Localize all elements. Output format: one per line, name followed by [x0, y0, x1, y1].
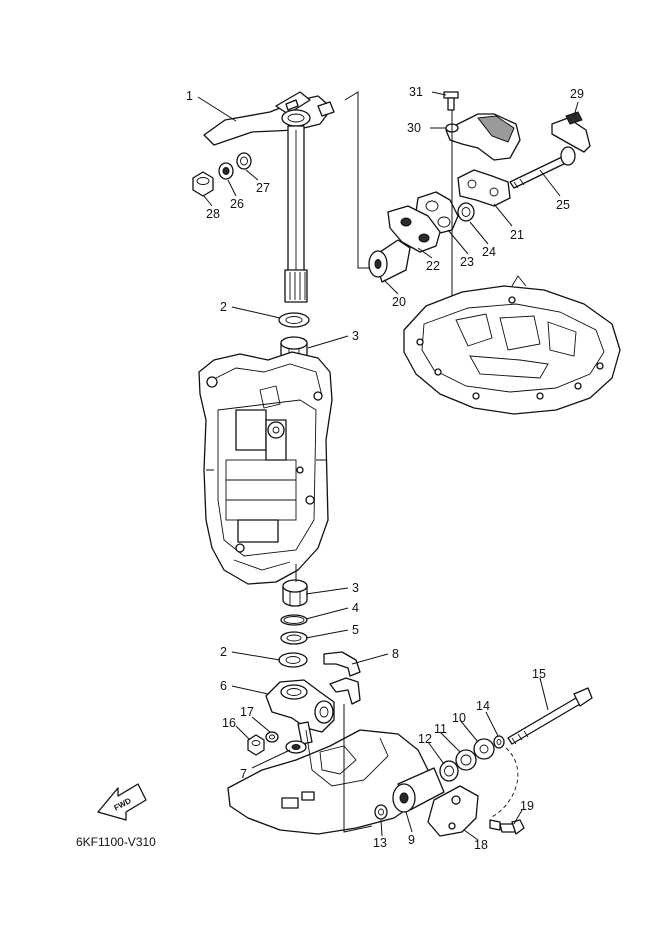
- callout-28: 28: [206, 207, 220, 221]
- plate-part-21: [457, 169, 511, 207]
- nut-part-16: [247, 734, 265, 756]
- upper-mount-housing: [403, 275, 621, 415]
- callout-27: 27: [256, 181, 270, 195]
- callout-9: 9: [408, 833, 415, 847]
- nut-part-28: [192, 171, 214, 197]
- callout-30: 30: [407, 121, 421, 135]
- callout-15: 15: [532, 667, 546, 681]
- washer-part-11: [455, 749, 477, 771]
- washer-part-26: [218, 162, 234, 180]
- callout-20: 20: [392, 295, 406, 309]
- callout-1: 1: [186, 89, 193, 103]
- callout-29: 29: [570, 87, 584, 101]
- washer-part-14: [493, 735, 505, 749]
- callout-13: 13: [373, 836, 387, 850]
- leader-lines: [197, 91, 579, 841]
- bracket-part-8: [323, 651, 361, 705]
- clip-part-7: [285, 740, 307, 754]
- callout-7: 7: [240, 767, 247, 781]
- callout-16: 16: [222, 716, 236, 730]
- washer-part-10: [473, 738, 495, 760]
- bushing-part-3-lower: [282, 579, 308, 607]
- callout-2-upper: 2: [220, 300, 227, 314]
- rubber-mount-part-20: [368, 239, 411, 283]
- callout-11: 11: [434, 722, 447, 736]
- callout-10: 10: [452, 711, 466, 725]
- callout-17: 17: [240, 705, 254, 719]
- washer-part-17: [265, 731, 279, 743]
- callout-5: 5: [352, 623, 359, 637]
- steering-arm-part-1: [203, 91, 335, 146]
- callout-8: 8: [392, 647, 399, 661]
- callout-4: 4: [352, 601, 359, 615]
- bolt-part-25: [509, 146, 576, 189]
- washer-part-12: [439, 760, 459, 782]
- washer-part-27: [236, 152, 252, 170]
- steering-shaft: [284, 125, 308, 303]
- swivel-bracket: [198, 351, 333, 585]
- callout-31: 31: [409, 85, 423, 99]
- callout-3-upper: 3: [352, 329, 359, 343]
- callout-26: 26: [230, 197, 244, 211]
- fwd-arrow-icon: FWD: [97, 783, 147, 821]
- callout-18: 18: [474, 838, 488, 852]
- o-ring-part-4: [280, 614, 308, 626]
- washer-part-24: [457, 202, 475, 222]
- callout-25: 25: [556, 198, 570, 212]
- diagram-code: 6KF1100-V310: [76, 835, 156, 849]
- callout-23: 23: [460, 255, 474, 269]
- callout-19: 19: [520, 799, 534, 813]
- callout-14: 14: [476, 699, 490, 713]
- callout-2-lower: 2: [220, 645, 227, 659]
- callout-6: 6: [220, 679, 227, 693]
- bolt-part-19: [489, 819, 525, 835]
- callout-labels: 1 2 3 20 22 23 24 21 25 29 30 31 26 27 2…: [186, 85, 584, 852]
- bolt-part-31: [443, 91, 459, 111]
- mount-cover-part-18: [427, 785, 479, 837]
- bolt-part-15: [507, 687, 593, 745]
- callout-21: 21: [510, 228, 524, 242]
- callout-24: 24: [482, 245, 496, 259]
- washer-part-13: [374, 804, 388, 820]
- bushing-part-2-upper: [278, 312, 310, 328]
- callout-22: 22: [426, 259, 440, 273]
- steering-arm-part-6: [265, 679, 335, 745]
- rubber-mount-part-9: [392, 767, 445, 813]
- washer-part-5: [280, 631, 308, 645]
- plate-part-22: [387, 205, 441, 253]
- bushing-part-2-lower: [278, 652, 308, 668]
- callout-12: 12: [418, 732, 432, 746]
- retainer-part-29: [551, 111, 591, 153]
- callout-3-lower: 3: [352, 581, 359, 595]
- mount-cover-part-30: [445, 113, 521, 161]
